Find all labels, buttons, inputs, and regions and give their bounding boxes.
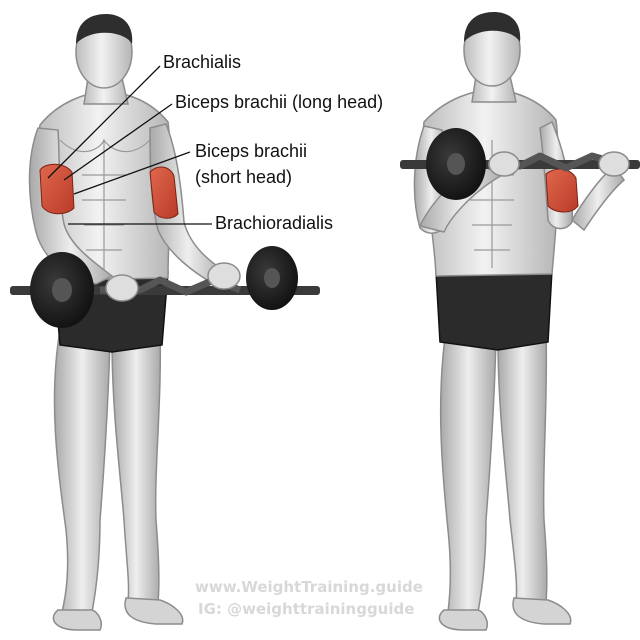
label-biceps-short-head-line2: (short head) [195, 167, 292, 187]
biceps-short-head-leader-line [73, 151, 191, 195]
label-biceps-long-head: Biceps brachii (long head) [175, 92, 383, 112]
brachialis-leader-line [47, 65, 161, 179]
left-figure-legs [52, 329, 184, 631]
left-figure-biceps-left-highlight [39, 163, 75, 215]
annotation-leader-lines [47, 65, 212, 225]
left-figure-ez-barbell [10, 246, 320, 328]
left-figure-hand-left [105, 274, 139, 302]
right-figure-legs [438, 329, 572, 631]
right-figure-hand-left [488, 151, 520, 177]
label-brachialis: Brachialis [163, 52, 241, 72]
figure-curl-position [400, 12, 640, 631]
left-figure-abs [59, 138, 151, 270]
right-figure-shorts [435, 269, 553, 351]
right-figure-ez-barbell [400, 128, 640, 200]
label-brachioradialis: Brachioradialis [215, 213, 333, 233]
biceps-long-head-leader-line [63, 103, 173, 181]
left-figure-biceps-right-highlight [149, 166, 179, 219]
right-figure-biceps-highlight [545, 168, 579, 213]
figure-start-position [10, 14, 320, 631]
right-figure-hand-right [598, 151, 630, 177]
watermark-instagram: IG: @weighttrainingguide [198, 600, 414, 618]
label-biceps-short-head-line1: Biceps brachii [195, 141, 307, 161]
left-figure-hair [76, 14, 133, 44]
left-figure-hand-right [207, 262, 241, 290]
watermark-website: www.WeightTraining.guide [195, 578, 423, 596]
right-figure-hair [464, 12, 521, 42]
right-figure-forearm-right [571, 164, 626, 232]
